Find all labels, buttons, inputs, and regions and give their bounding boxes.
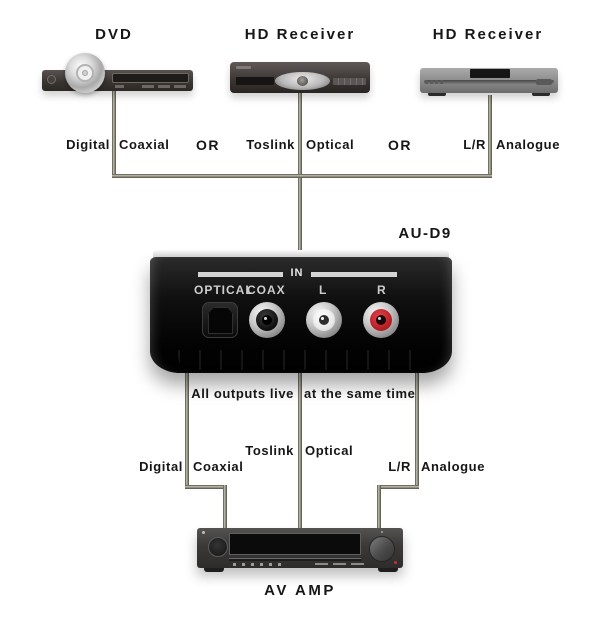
- amp-volume-knob: [369, 536, 395, 562]
- converter-front-panel: IN OPTICAL COAX L R: [150, 257, 452, 373]
- converter-top-face: [153, 250, 449, 258]
- cable-out-analogue-lower: [377, 485, 381, 531]
- amp-foot-left: [204, 568, 224, 572]
- hd-receiver-2-disc-slot: [424, 80, 554, 84]
- analogue-right-port: [363, 302, 399, 338]
- amp-left-knob: [208, 537, 228, 557]
- dvd-power-button: [47, 75, 56, 84]
- cable-out-analogue-upper: [415, 370, 419, 489]
- or-label-2: OR: [388, 137, 412, 153]
- in-group-bar-right: [311, 272, 397, 277]
- cable-receiver1-toslink: [298, 91, 302, 252]
- dvd-label: DVD: [95, 26, 133, 43]
- analogue-left-highlight: [321, 317, 324, 320]
- cable-out-coaxial-upper: [185, 370, 189, 489]
- bottom-lr-label: L/R: [388, 459, 411, 474]
- cable-dvd-coaxial: [112, 88, 116, 178]
- right-port-label: R: [377, 283, 387, 297]
- coax-port: [249, 302, 285, 338]
- converter-device: IN OPTICAL COAX L R: [150, 250, 452, 373]
- converter-name-label: AU-D9: [398, 225, 452, 242]
- cable-receiver2-analogue: [488, 95, 492, 178]
- av-amp-device: [197, 528, 403, 572]
- hd-receiver-1-jog-center: [297, 76, 308, 86]
- top-lr-label: L/R: [463, 137, 486, 152]
- cable-out-analogue-elbow: [377, 485, 419, 489]
- hd-receiver-1-device: [230, 62, 370, 93]
- hd-receiver-1-display: [236, 77, 274, 85]
- analogue-right-highlight: [378, 317, 381, 320]
- note-part2: at the same time: [304, 386, 416, 401]
- amp-right-slots: [315, 563, 367, 565]
- bottom-optical-label: Optical: [305, 443, 354, 458]
- or-label-1: OR: [196, 137, 220, 153]
- cable-out-toslink: [298, 370, 302, 531]
- cable-out-coaxial-lower: [223, 485, 227, 531]
- analogue-right-hole: [376, 315, 386, 325]
- top-digital-label: Digital: [66, 137, 110, 152]
- hd-receiver-2-foot-right: [532, 93, 550, 96]
- av-amp-label: AV AMP: [264, 582, 336, 599]
- dvd-eject-button: [115, 85, 124, 88]
- hd-receiver-2-buttons: [425, 80, 445, 84]
- dvd-disc-tray: [112, 73, 189, 83]
- toslink-aperture: [208, 307, 233, 334]
- bottom-toslink-label: Toslink: [245, 443, 294, 458]
- bottom-analogue-label: Analogue: [421, 459, 486, 474]
- dvd-front-buttons: [142, 85, 188, 88]
- converter-bottom-ribs: [178, 350, 424, 370]
- amp-disc-slot: [229, 558, 361, 561]
- hd-receiver-1-jog-dial: [275, 72, 330, 90]
- amp-power-led: [202, 531, 205, 534]
- amp-button-dots: [233, 563, 285, 566]
- hd-receiver-2-device: [420, 68, 558, 96]
- hd-receiver-1-brand-badge: [236, 66, 251, 69]
- analogue-left-hole: [319, 315, 329, 325]
- left-port-label: L: [319, 283, 328, 297]
- hd-receiver-1-label: HD Receiver: [244, 26, 356, 43]
- coax-port-label: COAX: [247, 283, 286, 297]
- analogue-left-port: [306, 302, 342, 338]
- optical-port-label: OPTICAL: [194, 283, 254, 297]
- coax-port-hole: [262, 315, 272, 325]
- top-toslink-label: Toslink: [246, 137, 295, 152]
- dvd-disc: [65, 53, 105, 93]
- hd-receiver-2-foot-left: [428, 93, 446, 96]
- top-coaxial-label: Coaxial: [119, 137, 170, 152]
- amp-display: [229, 533, 361, 555]
- dvd-disc-hole: [82, 70, 88, 76]
- cable-junction-bar: [112, 174, 492, 178]
- in-group-label: IN: [290, 267, 304, 279]
- hd-receiver-2-right-button: [536, 79, 552, 85]
- top-analogue-label: Analogue: [496, 137, 561, 152]
- coax-port-highlight: [264, 317, 267, 320]
- toslink-optical-port: [202, 302, 238, 338]
- hd-receiver-2-label: HD Receiver: [432, 26, 544, 43]
- top-optical-label: Optical: [306, 137, 355, 152]
- cable-out-coaxial-elbow: [185, 485, 227, 489]
- amp-foot-right: [378, 568, 398, 572]
- bottom-digital-label: Digital: [139, 459, 183, 474]
- in-group-bar-left: [198, 272, 283, 277]
- hd-receiver-1-button-strip: [333, 78, 366, 85]
- note-part1: All outputs live: [191, 386, 294, 401]
- bottom-coaxial-label: Coaxial: [193, 459, 244, 474]
- hd-receiver-2-display: [470, 69, 510, 78]
- amp-knob-marker: [381, 531, 383, 533]
- amp-red-led: [394, 561, 397, 564]
